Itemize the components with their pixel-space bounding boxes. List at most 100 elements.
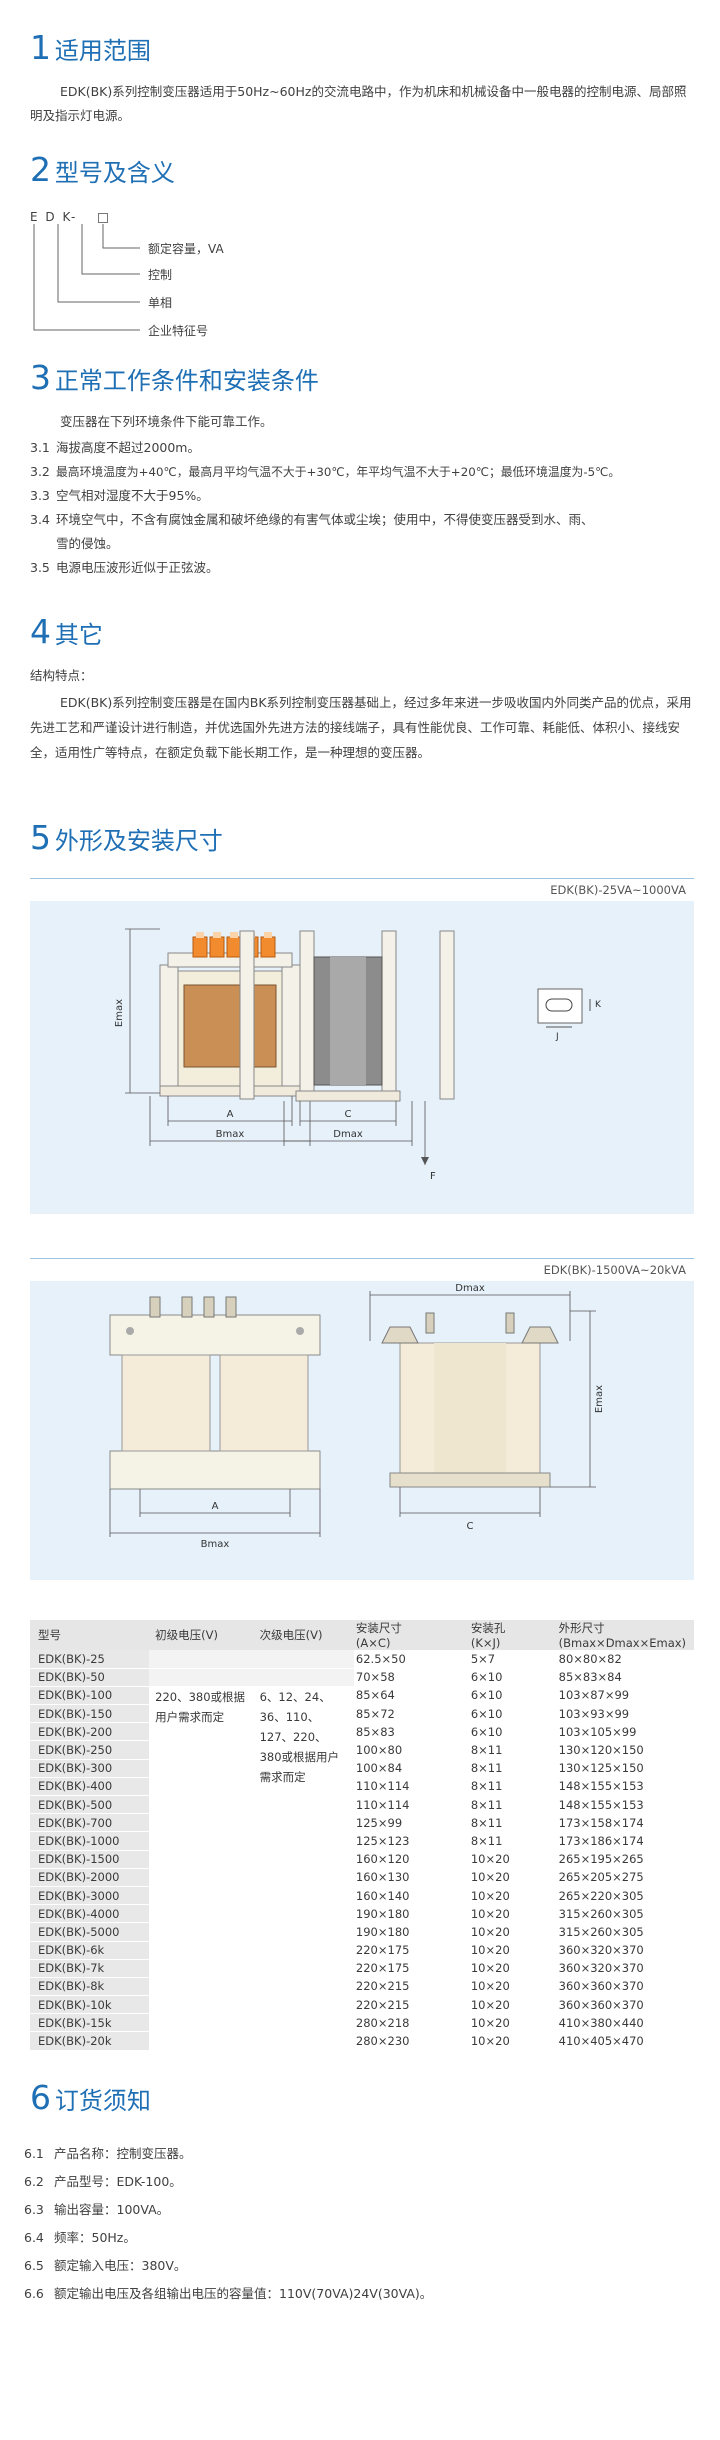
cell-outline-size: 103×87×99 <box>556 1686 694 1706</box>
cell-mount-size: 125×123 <box>353 1831 469 1851</box>
cell-mount-hole: 5×7 <box>468 1650 557 1669</box>
section-number: 4 <box>30 612 51 651</box>
cell-mount-hole: 10×20 <box>468 1959 557 1978</box>
cell-outline-size: 103×93×99 <box>556 1704 694 1724</box>
cell-model: EDK(BK)-10k <box>30 1995 150 2015</box>
cell-model: EDK(BK)-5000 <box>30 1922 150 1942</box>
cell-mount-hole: 10×20 <box>468 1977 557 1997</box>
cell-secondary-voltage: 6、12、24、36、110、127、220、380或根据用户需求而定 <box>253 1686 354 2051</box>
cell-model: EDK(BK)-1500 <box>30 1850 150 1869</box>
cell-outline-size: 85×83×84 <box>556 1668 694 1687</box>
cell-mount-hole: 8×11 <box>468 1813 557 1833</box>
section-6-heading: 6 订货须知 <box>30 2078 151 2117</box>
cell-model: EDK(BK)-700 <box>30 1813 150 1833</box>
cell-outline-size: 173×186×174 <box>556 1831 694 1851</box>
cell-outline-size: 315×260×305 <box>556 1922 694 1942</box>
cell-mount-hole: 8×11 <box>468 1777 557 1797</box>
structure-label: 结构特点： <box>30 668 93 683</box>
dim-label-c: C <box>467 1521 474 1532</box>
cell-mount-size: 70×58 <box>353 1668 469 1687</box>
cell-mount-size: 85×83 <box>353 1722 469 1742</box>
cell-mount-size: 160×140 <box>353 1886 469 1906</box>
cell-model: EDK(BK)-20k <box>30 2031 150 2051</box>
figure-small-transformer: EDK(BK)-25VA~1000VA <box>30 878 694 1214</box>
small-transformer-drawing: A Bmax Emax C Dmax <box>114 928 602 1182</box>
cell-mount-hole: 10×20 <box>468 1922 557 1942</box>
col-header-outline: 外形尺寸(Bmax×Dmax×Emax) <box>556 1620 694 1650</box>
large-transformer-drawing: A Bmax Dmax <box>109 1283 605 1550</box>
cell-mount-size: 280×230 <box>353 2031 469 2051</box>
cell-model: EDK(BK)-1000 <box>30 1831 150 1851</box>
cell-outline-size: 360×360×370 <box>556 1977 694 1997</box>
cell-mount-size: 125×99 <box>353 1813 469 1833</box>
dim-label-emax: Emax <box>594 1385 605 1413</box>
cell-mount-size: 85×64 <box>353 1686 469 1706</box>
section-title: 正常工作条件和安装条件 <box>54 367 319 395</box>
cell-primary <box>149 1668 254 1687</box>
cell-secondary <box>253 1668 354 1687</box>
cell-mount-size: 100×84 <box>353 1759 469 1778</box>
cell-outline-size: 410×380×440 <box>556 2013 694 2033</box>
cell-model: EDK(BK)-100 <box>30 1686 150 1706</box>
cell-mount-size: 110×114 <box>353 1777 469 1797</box>
dim-label-c: C <box>345 1109 352 1120</box>
cell-outline-size: 265×205×275 <box>556 1868 694 1887</box>
cell-mount-hole: 8×11 <box>468 1795 557 1815</box>
cell-outline-size: 265×220×305 <box>556 1886 694 1906</box>
dim-label-bmax: Bmax <box>201 1539 230 1550</box>
cell-model: EDK(BK)-4000 <box>30 1904 150 1924</box>
cell-model: EDK(BK)-3000 <box>30 1886 150 1906</box>
cell-mount-hole: 10×20 <box>468 2013 557 2033</box>
cell-outline-size: 148×155×153 <box>556 1777 694 1797</box>
front-view: A Bmax <box>109 1296 321 1550</box>
cell-mount-hole: 8×11 <box>468 1740 557 1760</box>
section-5-heading: 5 外形及安装尺寸 <box>30 818 223 857</box>
cell-mount-size: 160×120 <box>353 1850 469 1869</box>
dim-label-emax: Emax <box>114 999 125 1027</box>
spec-table: 型号 初级电压(V) 次级电压(V) 安装尺寸(A×C) 安装孔(K×J) 外形… <box>30 1620 694 2051</box>
condition-item: 雪的侵蚀。 <box>56 536 119 551</box>
cell-model: EDK(BK)-25 <box>30 1650 150 1669</box>
code-item-capacity: 额定容量，VA <box>148 242 224 256</box>
cell-outline-size: 103×105×99 <box>556 1722 694 1742</box>
section-1-text: EDK(BK)系列控制变压器适用于50Hz~60Hz的交流电路中，作为机床和机械… <box>30 84 687 123</box>
cell-mount-hole: 10×20 <box>468 2031 557 2051</box>
model-code: E D K- <box>30 210 78 224</box>
front-view: A Bmax Emax <box>114 928 311 1146</box>
cell-mount-size: 220×175 <box>353 1941 469 1960</box>
figure-caption: EDK(BK)-25VA~1000VA <box>550 883 686 897</box>
cell-model: EDK(BK)-15k <box>30 2013 150 2033</box>
dim-label-bmax: Bmax <box>216 1129 245 1140</box>
col-header-hole: 安装孔(K×J) <box>468 1620 557 1650</box>
col-header-primary: 初级电压(V) <box>149 1620 254 1650</box>
section-3-heading: 3 正常工作条件和安装条件 <box>30 358 319 397</box>
section-number: 6 <box>30 2078 51 2117</box>
cell-outline-size: 130×125×150 <box>556 1759 694 1778</box>
cell-mount-hole: 6×10 <box>468 1722 557 1742</box>
cell-model: EDK(BK)-150 <box>30 1704 150 1724</box>
col-header-model: 型号 <box>30 1620 150 1650</box>
cell-mount-hole: 10×20 <box>468 1868 557 1887</box>
cell-mount-size: 110×114 <box>353 1795 469 1815</box>
cell-model: EDK(BK)-300 <box>30 1759 150 1778</box>
cell-outline-size: 265×195×265 <box>556 1850 694 1869</box>
section-number: 5 <box>30 818 51 857</box>
